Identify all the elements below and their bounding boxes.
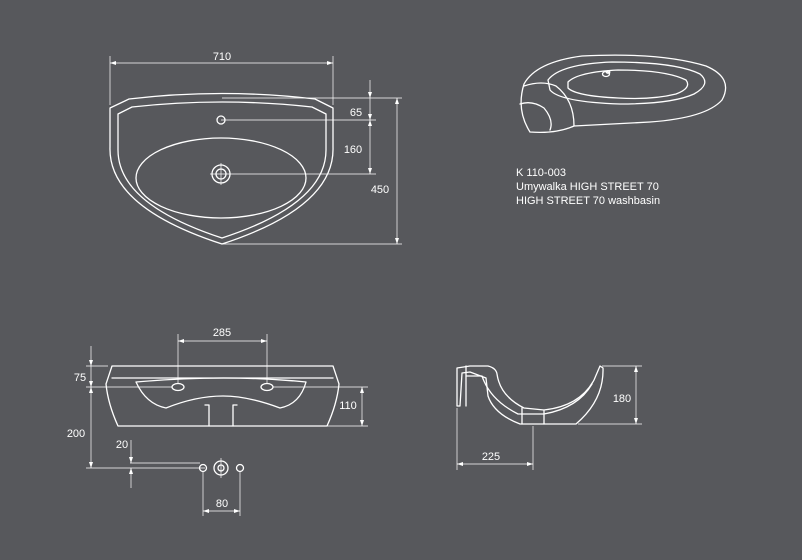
product-name-pl: Umywalka HIGH STREET 70: [516, 181, 659, 193]
dim-waste-offset-label: 20: [116, 439, 128, 451]
product-code: K 110-003: [516, 167, 566, 179]
dim-waste-offset-arrow-top: [129, 457, 133, 463]
dim-depth-arrow-top: [395, 98, 399, 104]
dim-side-height-label: 180: [613, 393, 631, 405]
dim-mount-height-arrow-bottom: [360, 420, 364, 426]
side-section-outer: [456, 365, 604, 425]
dim-width-label: 710: [213, 51, 231, 63]
dim-tap-offset-label: 65: [350, 107, 362, 119]
dim-front-height-arrow-bottom: [89, 381, 93, 387]
side-drain-pipe: [521, 407, 545, 425]
dim-side-depth-arrow-right: [527, 462, 533, 466]
dim-tap-offset-arrow-bottom: [368, 114, 372, 120]
dim-drain-offset-label: 160: [344, 144, 362, 156]
dim-mount-spacing-label: 285: [213, 327, 231, 339]
dim-waste-spacing-arrow-right: [234, 509, 240, 513]
front-mount-hole-right: [260, 382, 274, 392]
dim-drain-height-arrow-bottom: [89, 462, 93, 468]
dim-depth-label: 450: [371, 184, 389, 196]
side-section-view: 180 225: [456, 365, 642, 470]
dim-front-height-arrow-top: [89, 360, 93, 366]
dim-side-depth-label: 225: [482, 451, 500, 463]
dim-waste-spacing-label: 80: [216, 498, 228, 510]
top-view-outer-outline: [109, 92, 334, 245]
dim-width-arrow-left: [110, 61, 116, 65]
front-pedestal-notch: [204, 404, 238, 427]
iso-front-face: [523, 82, 575, 127]
iso-basin-rim: [547, 61, 706, 105]
dim-side-height-arrow-bottom: [634, 418, 638, 424]
front-bowl-curve: [135, 377, 307, 409]
iso-outer-shape: [520, 54, 727, 134]
product-caption: K 110-003 Umywalka HIGH STREET 70 HIGH S…: [516, 166, 660, 208]
dim-waste-spacing-arrow-left: [203, 509, 209, 513]
top-view-inner-rim: [117, 101, 327, 239]
dim-waste-offset-arrow-bottom: [129, 468, 133, 474]
dim-drain-offset-arrow-bottom: [368, 168, 372, 174]
dim-mount-height-label: 110: [339, 400, 357, 412]
dim-depth-arrow-bottom: [395, 238, 399, 244]
dim-mount-spacing-arrow-left: [178, 339, 184, 343]
iso-front-lower: [519, 102, 552, 131]
isometric-view: [519, 54, 727, 134]
waste-hole-right: [235, 463, 245, 473]
front-view: 285 75 200 110 20: [67, 327, 368, 516]
top-view: 710 65 160 450: [109, 51, 402, 245]
front-mount-hole-left: [171, 382, 185, 392]
dim-drain-offset-arrow-top: [368, 120, 372, 126]
dim-mount-spacing-arrow-right: [261, 339, 267, 343]
dim-mount-height-arrow-top: [360, 387, 364, 393]
iso-bowl-inner: [567, 69, 689, 100]
dim-drain-height-label: 200: [67, 428, 85, 440]
dim-drain-height-arrow-top: [89, 387, 93, 393]
side-section-inner: [465, 375, 593, 415]
dim-side-depth-arrow-left: [457, 462, 463, 466]
waste-hole-left: [198, 463, 208, 473]
bowl-outline: [135, 137, 307, 219]
dim-width-arrow-right: [327, 61, 333, 65]
product-name-en: HIGH STREET 70 washbasin: [516, 195, 661, 207]
dim-front-height-label: 75: [74, 372, 86, 384]
dim-tap-offset-arrow-top: [368, 92, 372, 98]
iso-tap-hole-inner: [605, 70, 611, 74]
dim-side-height-arrow-top: [634, 366, 638, 372]
